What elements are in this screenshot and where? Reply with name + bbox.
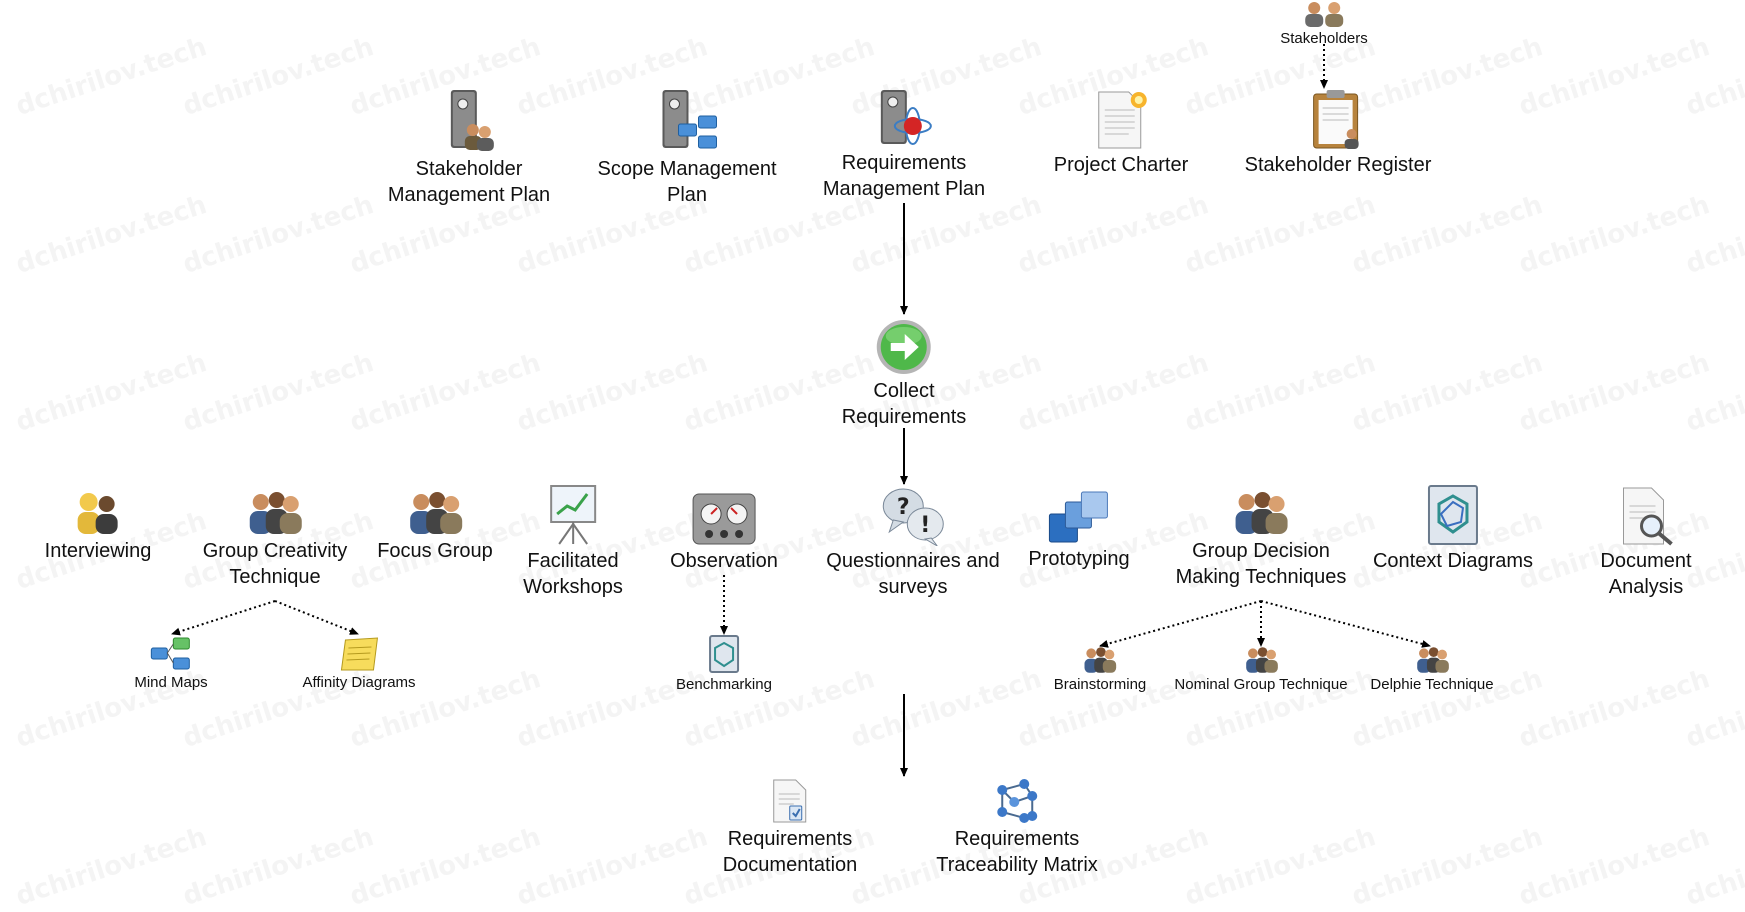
node-nominal-group-technique[interactable]: Nominal Group Technique [1174, 646, 1348, 694]
node-observation[interactable]: Observation [670, 492, 778, 574]
node-label: Group Creativity Technique [202, 540, 348, 588]
binder-people-icon [450, 90, 494, 151]
stacked-squares-icon [1048, 491, 1108, 543]
node-stakeholder-register[interactable]: Stakeholder Register [1244, 88, 1432, 178]
benchmark-icon [708, 635, 739, 673]
node-label: Facilitated Workshops [523, 550, 623, 598]
node-label: Prototyping [1028, 548, 1130, 570]
node-group-creativity-technique[interactable]: Group Creativity Technique [202, 490, 348, 590]
node-label: Requirements Documentation [722, 828, 858, 876]
node-questionnaires-and-surveys[interactable]: ? ! Questionnaires and surveys [826, 486, 1000, 600]
node-label: Stakeholder Management Plan [387, 158, 551, 206]
gauges-panel-icon [692, 493, 756, 545]
two-people-icon [1305, 2, 1343, 27]
svg-text:!: ! [920, 513, 930, 538]
edge-decision-to-delphie [1260, 600, 1431, 648]
node-label: Questionnaires and surveys [826, 550, 1000, 598]
green-arrow-button-icon [876, 320, 931, 374]
node-interviewing[interactable]: Interviewing [44, 490, 152, 564]
node-label: Stakeholders [1280, 30, 1368, 47]
node-label: Benchmarking [676, 676, 772, 693]
document-magnifier-icon [1622, 487, 1673, 546]
group-people-icon [1416, 647, 1449, 673]
document-star-icon [1098, 91, 1147, 149]
binder-blocks-icon [661, 90, 717, 149]
node-brainstorming[interactable]: Brainstorming [1053, 646, 1147, 694]
node-label: Affinity Diagrams [302, 674, 416, 691]
node-requirements-documentation[interactable]: Requirements Documentation [722, 778, 858, 878]
group-people-icon [1084, 647, 1117, 673]
node-label: Group Decision Making Techniques [1175, 540, 1347, 588]
group-people-icon [250, 492, 302, 534]
context-diagram-icon [1428, 485, 1478, 545]
node-delphie-technique[interactable]: Delphie Technique [1370, 646, 1494, 694]
group-people-icon [409, 492, 462, 534]
node-label: Project Charter [1053, 154, 1189, 176]
node-collect-requirements[interactable]: Collect Requirements [841, 318, 967, 430]
node-label: Focus Group [377, 540, 493, 562]
clipboard-person-icon [1313, 90, 1359, 149]
question-bubbles-icon: ? ! [882, 488, 944, 546]
mind-map-icon [150, 637, 190, 670]
group-people-icon [1235, 492, 1288, 534]
node-prototyping[interactable]: Prototyping [1028, 490, 1130, 572]
svg-text:?: ? [897, 495, 910, 520]
node-group-decision-making[interactable]: Group Decision Making Techniques [1175, 490, 1347, 590]
node-document-analysis[interactable]: Document Analysis [1597, 486, 1696, 600]
node-requirements-traceability-matrix[interactable]: Requirements Traceability Matrix [936, 778, 1098, 878]
group-people-icon [1245, 647, 1278, 673]
node-label: Observation [670, 550, 778, 572]
sticky-note-icon [340, 637, 378, 671]
node-label: Delphie Technique [1370, 676, 1494, 693]
node-focus-group[interactable]: Focus Group [377, 490, 493, 564]
node-affinity-diagrams[interactable]: Affinity Diagrams [302, 636, 416, 692]
node-project-charter[interactable]: Project Charter [1053, 88, 1189, 178]
node-label: Document Analysis [1600, 550, 1692, 598]
node-label: Mind Maps [134, 674, 208, 691]
node-context-diagrams[interactable]: Context Diagrams [1373, 484, 1533, 574]
node-label: Requirements Traceability Matrix [936, 828, 1098, 876]
connector-layer [171, 44, 1431, 777]
node-facilitated-workshops[interactable]: Facilitated Workshops [523, 484, 623, 600]
binder-atom-icon [880, 90, 932, 145]
node-mind-maps[interactable]: Mind Maps [134, 636, 208, 692]
node-stakeholders[interactable]: Stakeholders [1280, 0, 1368, 48]
edge-creativity-to-mindmaps [171, 600, 276, 636]
node-requirements-management-plan[interactable]: Requirements Management Plan [823, 88, 985, 202]
presentation-board-icon [549, 485, 596, 545]
node-label: Requirements Management Plan [822, 152, 986, 200]
node-label: Collect Requirements [841, 380, 967, 428]
node-label: Interviewing [44, 540, 152, 562]
two-people-talking-icon [78, 493, 118, 534]
node-label: Scope Management Plan [597, 158, 777, 206]
node-scope-management-plan[interactable]: Scope Management Plan [597, 88, 777, 208]
edge-creativity-to-affinity [274, 600, 359, 635]
node-label: Stakeholder Register [1244, 154, 1432, 176]
node-stakeholder-management-plan[interactable]: Stakeholder Management Plan [388, 88, 550, 208]
node-label: Brainstorming [1053, 676, 1147, 693]
edge-decision-to-brainstorming [1099, 600, 1262, 648]
node-label: Nominal Group Technique [1174, 676, 1348, 693]
molecule-matrix-icon [996, 779, 1037, 823]
node-label: Context Diagrams [1372, 550, 1534, 572]
document-checklist-icon [773, 779, 807, 823]
node-benchmarking[interactable]: Benchmarking [676, 634, 772, 694]
